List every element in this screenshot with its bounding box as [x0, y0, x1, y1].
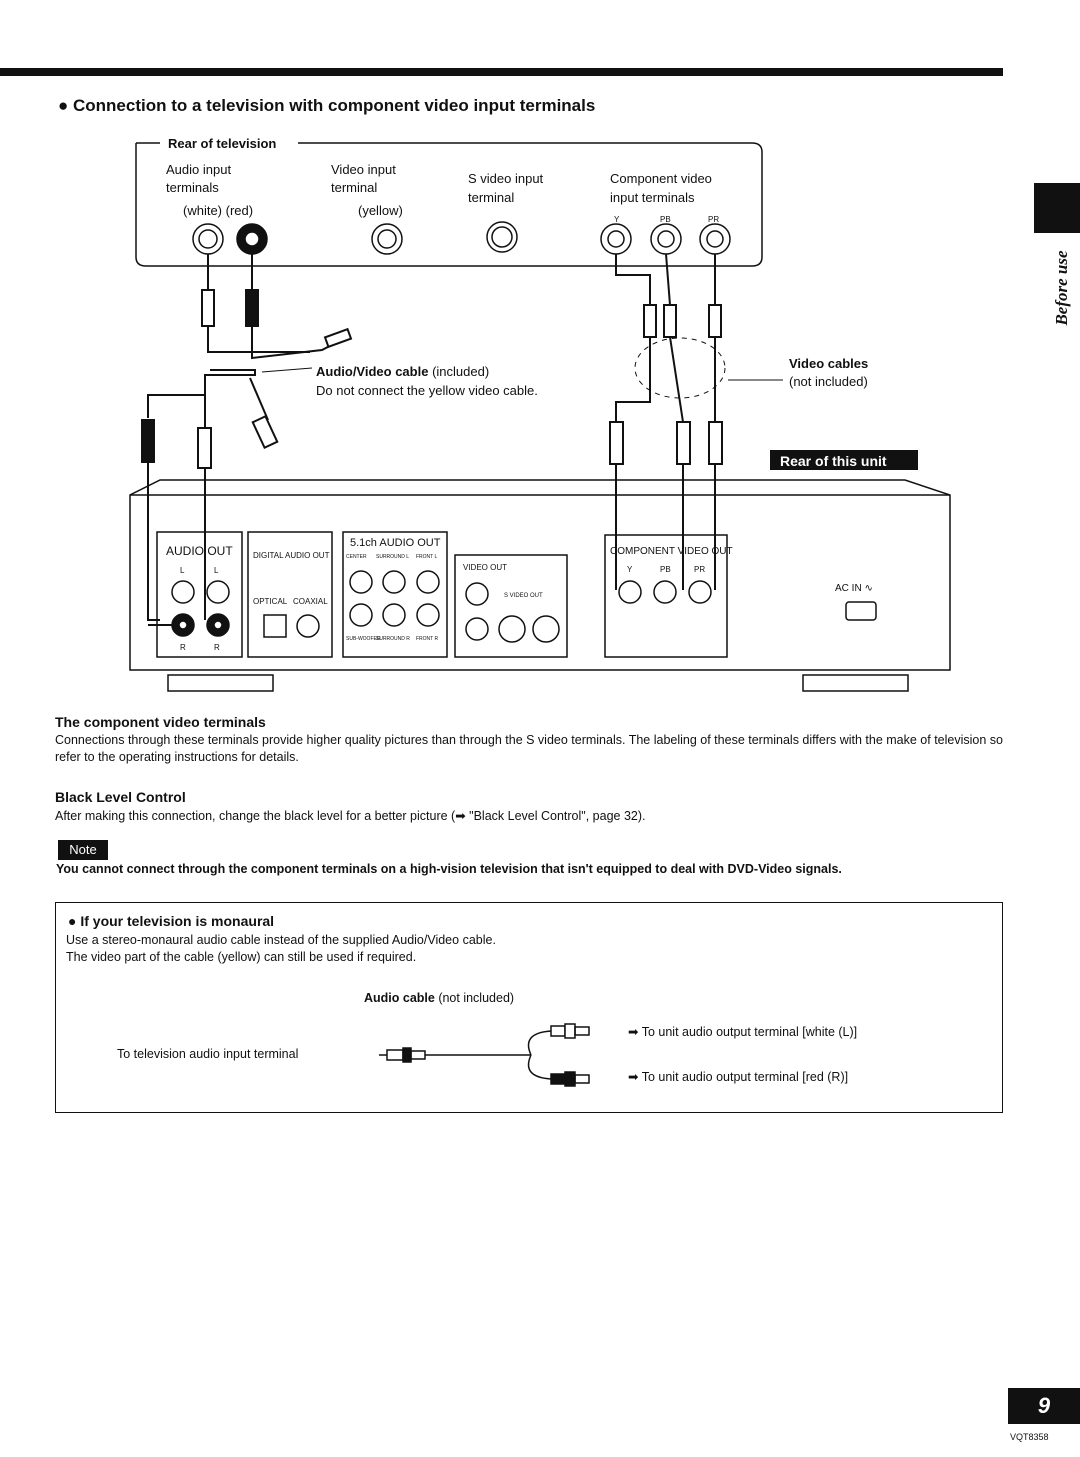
- monaural-box: ● If your television is monaural Use a s…: [55, 902, 1003, 1113]
- section-title: ● Connection to a television with compon…: [58, 96, 596, 115]
- unit-l-label-2: L: [214, 566, 219, 575]
- optical-label: OPTICAL: [253, 597, 288, 606]
- black-level-title: Black Level Control: [55, 789, 186, 805]
- audio-cable-illustration: [379, 1023, 590, 1087]
- tv-pb-label: PB: [660, 215, 671, 224]
- monaural-line-2: The video part of the cable (yellow) can…: [66, 950, 417, 964]
- tv-terminal-label: To television audio input terminal: [117, 1047, 299, 1061]
- unit-component-block: [604, 534, 728, 658]
- video-out-label: VIDEO OUT: [463, 563, 507, 572]
- unit-badge-label: Rear of this unit: [780, 453, 887, 469]
- av-cable-warning: Do not connect the yellow video cable.: [316, 383, 538, 398]
- ch51-front-l: FRONT L: [416, 554, 438, 560]
- unit-panel: [129, 479, 951, 692]
- unit-badge-bg: [770, 450, 918, 470]
- video-color: (yellow): [358, 203, 403, 218]
- unit-r-label-2: R: [214, 643, 220, 652]
- audio-input-label-2: terminals: [166, 180, 219, 195]
- ac-in-label: AC IN ∿: [835, 583, 873, 594]
- component-video-cables: [609, 253, 726, 590]
- ch51-subwoofer: SUB-WOOFER: [346, 636, 381, 642]
- header-rule: [0, 68, 1003, 76]
- tv-pr-label: PR: [708, 215, 719, 224]
- note-badge: Note: [58, 840, 108, 860]
- unit-pb-label: PB: [660, 565, 671, 574]
- white-l-label: ➡ To unit audio output terminal [white (…: [628, 1025, 858, 1039]
- svideo-label-2: terminal: [468, 190, 514, 205]
- tv-component-y-jack: [600, 223, 632, 255]
- monaural-line-1: Use a stereo-monaural audio cable instea…: [66, 933, 496, 947]
- unit-audio-out-label: AUDIO OUT: [166, 544, 233, 558]
- component-input-label-2: input terminals: [610, 190, 695, 205]
- tv-y-label: Y: [614, 215, 620, 224]
- tv-audio-white-jack: [192, 223, 224, 255]
- component-title: The component video terminals: [55, 714, 266, 730]
- audio-cable-label: Audio cable (not included): [364, 991, 515, 1005]
- s-video-out-label: S VIDEO OUT: [504, 593, 543, 599]
- digital-audio-out-label: DIGITAL AUDIO OUT: [253, 551, 330, 560]
- side-tab-block: [1034, 183, 1080, 233]
- unit-51ch-block: [342, 531, 448, 658]
- component-out-label: COMPONENT VIDEO OUT: [610, 546, 733, 557]
- component-input-label-1: Component video: [610, 171, 712, 186]
- video-input-label-2: terminal: [331, 180, 377, 195]
- av-cable: [141, 254, 353, 621]
- note-text: You cannot connect through the component…: [56, 862, 842, 876]
- ch51-surround-r: SURROUND R: [376, 636, 410, 642]
- component-text: Connections through these terminals prov…: [55, 733, 1003, 764]
- ch51-label: 5.1ch AUDIO OUT: [350, 537, 441, 549]
- tv-panel-outline: [135, 142, 763, 267]
- side-tab: Before use: [1034, 183, 1080, 333]
- audio-colors: (white) (red): [183, 203, 253, 218]
- unit-video-block: [454, 554, 568, 658]
- video-cables-note: (not included): [789, 374, 868, 389]
- tv-svideo-jack: [486, 221, 518, 253]
- av-cable-pointer: [261, 367, 313, 373]
- unit-l-label-1: L: [180, 566, 185, 575]
- tv-component-pr-jack: [699, 223, 731, 255]
- unit-audio-out-block: [156, 531, 243, 658]
- tv-component-pb-jack: [650, 223, 682, 255]
- connection-diagram: Rear of television Audio input terminals…: [129, 136, 951, 692]
- coaxial-label: COAXIAL: [293, 597, 328, 606]
- unit-y-label: Y: [627, 565, 633, 574]
- unit-pr-label: PR: [694, 565, 705, 574]
- video-input-label-1: Video input: [331, 162, 396, 177]
- ch51-front-r: FRONT R: [416, 636, 439, 642]
- ch51-center: CENTER: [346, 554, 367, 560]
- red-r-label: ➡ To unit audio output terminal [red (R)…: [628, 1070, 849, 1084]
- tv-label: Rear of television: [168, 136, 276, 151]
- av-cable-label: Audio/Video cable (included): [316, 364, 489, 379]
- black-level-text: After making this connection, change the…: [55, 809, 646, 823]
- video-cables-label: Video cables: [789, 356, 868, 371]
- document-code: VQT8358: [1010, 1432, 1049, 1442]
- monaural-title: ● If your television is monaural: [68, 913, 275, 929]
- tv-video-jack: [371, 223, 403, 255]
- ch51-surround-l: SURROUND L: [376, 554, 409, 560]
- page-number: 9: [1008, 1388, 1080, 1424]
- svideo-label-1: S video input: [468, 171, 544, 186]
- unit-digital-block: [247, 531, 333, 658]
- audio-input-label-1: Audio input: [166, 162, 231, 177]
- unit-r-label-1: R: [180, 643, 186, 652]
